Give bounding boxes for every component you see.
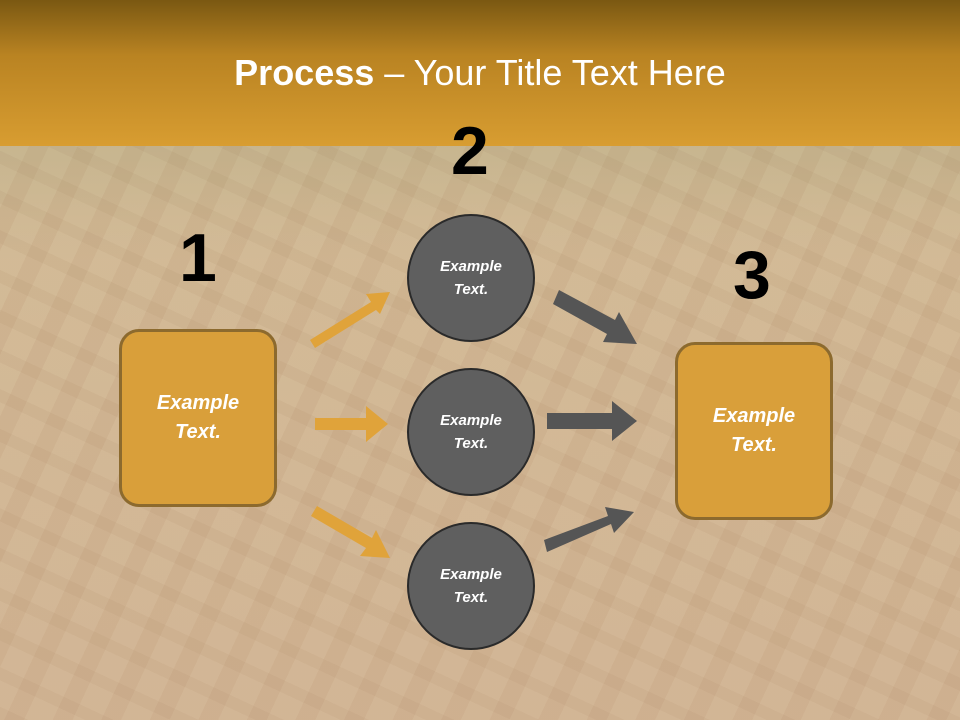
- arrow-from-middle-circle: [547, 401, 637, 441]
- circle-top: Example Text.: [407, 214, 535, 342]
- circle-bottom: Example Text.: [407, 522, 535, 650]
- arrow-to-top-circle: [310, 292, 390, 348]
- left-box-line1: Example: [156, 392, 240, 414]
- step-number-2: 2: [451, 113, 489, 189]
- circle-middle-line1: Example: [440, 412, 502, 429]
- right-box-line1: Example: [712, 405, 796, 427]
- circle-middle-line2: Text.: [453, 435, 489, 452]
- title-bold: Process: [234, 52, 375, 93]
- circle-middle: Example Text.: [407, 368, 535, 496]
- title-rest: – Your Title Text Here: [374, 52, 726, 93]
- left-box: Example Text.: [119, 329, 277, 507]
- arrow-from-bottom-circle: [544, 507, 634, 552]
- step-number-3: 3: [733, 237, 771, 313]
- circle-top-line1: Example: [440, 258, 502, 275]
- left-box-line2: Text.: [175, 421, 221, 443]
- step-number-1: 1: [179, 220, 217, 296]
- title-bar: Process – Your Title Text Here: [0, 0, 960, 146]
- slide-title: Process – Your Title Text Here: [0, 52, 960, 94]
- circle-bottom-line2: Text.: [453, 589, 489, 606]
- circle-bottom-line1: Example: [440, 566, 502, 583]
- arrow-to-bottom-circle: [311, 506, 390, 558]
- circle-top-line2: Text.: [453, 281, 489, 298]
- right-box-line2: Text.: [731, 434, 777, 456]
- arrow-from-top-circle: [553, 290, 637, 344]
- right-box: Example Text.: [675, 342, 833, 520]
- arrow-to-middle-circle: [315, 406, 388, 442]
